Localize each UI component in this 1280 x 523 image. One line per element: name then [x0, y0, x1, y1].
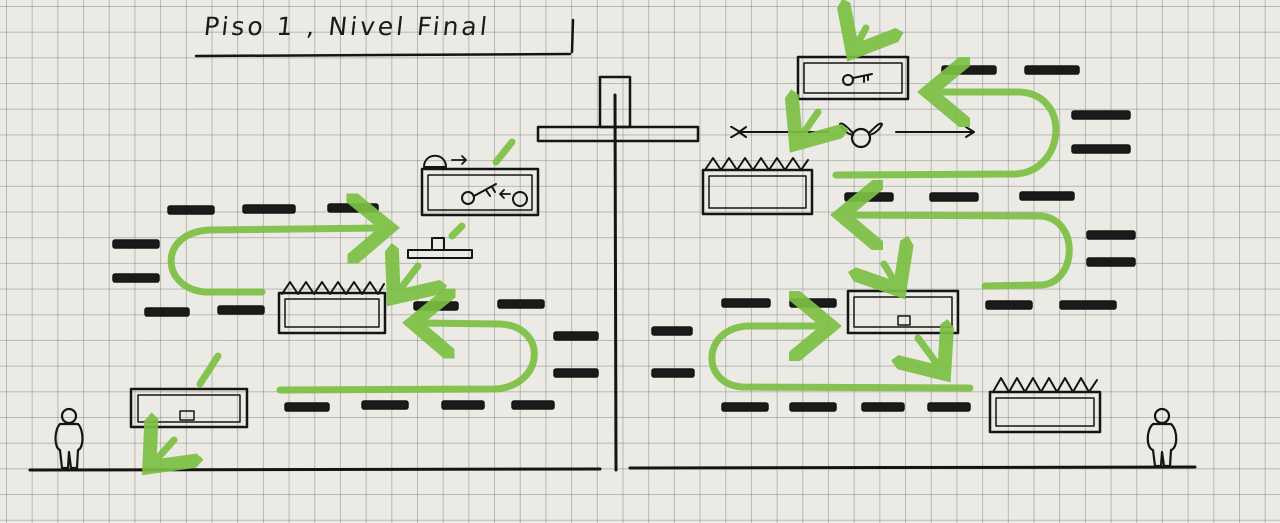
route-arrow — [448, 222, 466, 240]
dash-platform — [1086, 230, 1136, 240]
player-character-icon — [1146, 407, 1178, 468]
route-arrow — [848, 215, 1073, 290]
dash-platform — [721, 298, 771, 308]
route-arrow — [856, 28, 866, 46]
key-box-left — [420, 154, 540, 217]
route-arrow — [800, 112, 818, 138]
dash-platform — [789, 298, 837, 308]
dash-platform — [553, 331, 599, 341]
route-arrow — [154, 440, 174, 462]
player-character-icon — [54, 407, 84, 470]
ground-line — [28, 465, 1197, 472]
key-icon — [842, 73, 873, 86]
dash-platform — [929, 192, 979, 202]
dash-platform — [441, 400, 485, 410]
route-arrow — [196, 352, 222, 388]
dome-enemy-icon — [423, 154, 447, 168]
dash-platform — [144, 307, 190, 317]
box-platform-right-middle — [846, 289, 960, 335]
route-arrow — [492, 138, 516, 166]
dash-platforms — [112, 65, 1136, 412]
dash-platform — [927, 402, 971, 412]
dash-platform — [651, 326, 693, 336]
winged-orb-icon — [739, 122, 975, 149]
spike-box-bottom-right — [988, 377, 1102, 434]
dash-platform — [217, 305, 265, 315]
dash-platform — [1071, 144, 1131, 154]
dash-platform — [112, 273, 160, 283]
route-arrow — [708, 326, 974, 392]
spike-box-right-top — [701, 157, 814, 216]
route-arrow — [398, 266, 418, 292]
dash-platform — [844, 192, 894, 202]
key-icon — [461, 183, 497, 205]
dash-platform — [941, 65, 997, 75]
dash-platform — [361, 400, 409, 410]
spike-box-left — [277, 281, 387, 335]
spike-trap-icon — [992, 377, 1098, 393]
dash-platform — [511, 400, 555, 410]
dash-platform — [1024, 65, 1080, 75]
route-arrow — [167, 228, 382, 296]
title-underline — [194, 18, 575, 58]
dash-platform — [413, 301, 459, 311]
dash-platform — [1071, 110, 1131, 120]
dash-platform — [861, 402, 905, 412]
dash-platform — [327, 203, 379, 213]
route-arrow — [918, 338, 940, 368]
dash-platform — [112, 239, 160, 249]
spike-trap-icon — [704, 157, 809, 171]
dash-platform — [1059, 300, 1117, 310]
dome-enemy-icon — [512, 191, 528, 207]
dash-platform — [789, 402, 837, 412]
dash-platform — [1019, 191, 1075, 201]
box-platform-bottom-left — [129, 387, 249, 429]
dash-platform — [553, 368, 599, 378]
route-arrow — [884, 264, 896, 284]
dash-platform — [721, 402, 769, 412]
dash-platform — [497, 299, 545, 309]
dash-platform — [167, 205, 215, 215]
route-arrow — [832, 92, 1060, 179]
dash-platform — [651, 368, 695, 378]
dash-platform — [284, 402, 330, 412]
key-box-right — [796, 55, 910, 101]
dash-platform — [985, 300, 1033, 310]
dash-platform — [1086, 257, 1136, 267]
dash-platform — [242, 204, 296, 214]
route-arrow — [276, 323, 538, 394]
pedestal-platform — [407, 237, 473, 259]
player-route — [154, 28, 1073, 462]
center-divider — [536, 75, 700, 472]
